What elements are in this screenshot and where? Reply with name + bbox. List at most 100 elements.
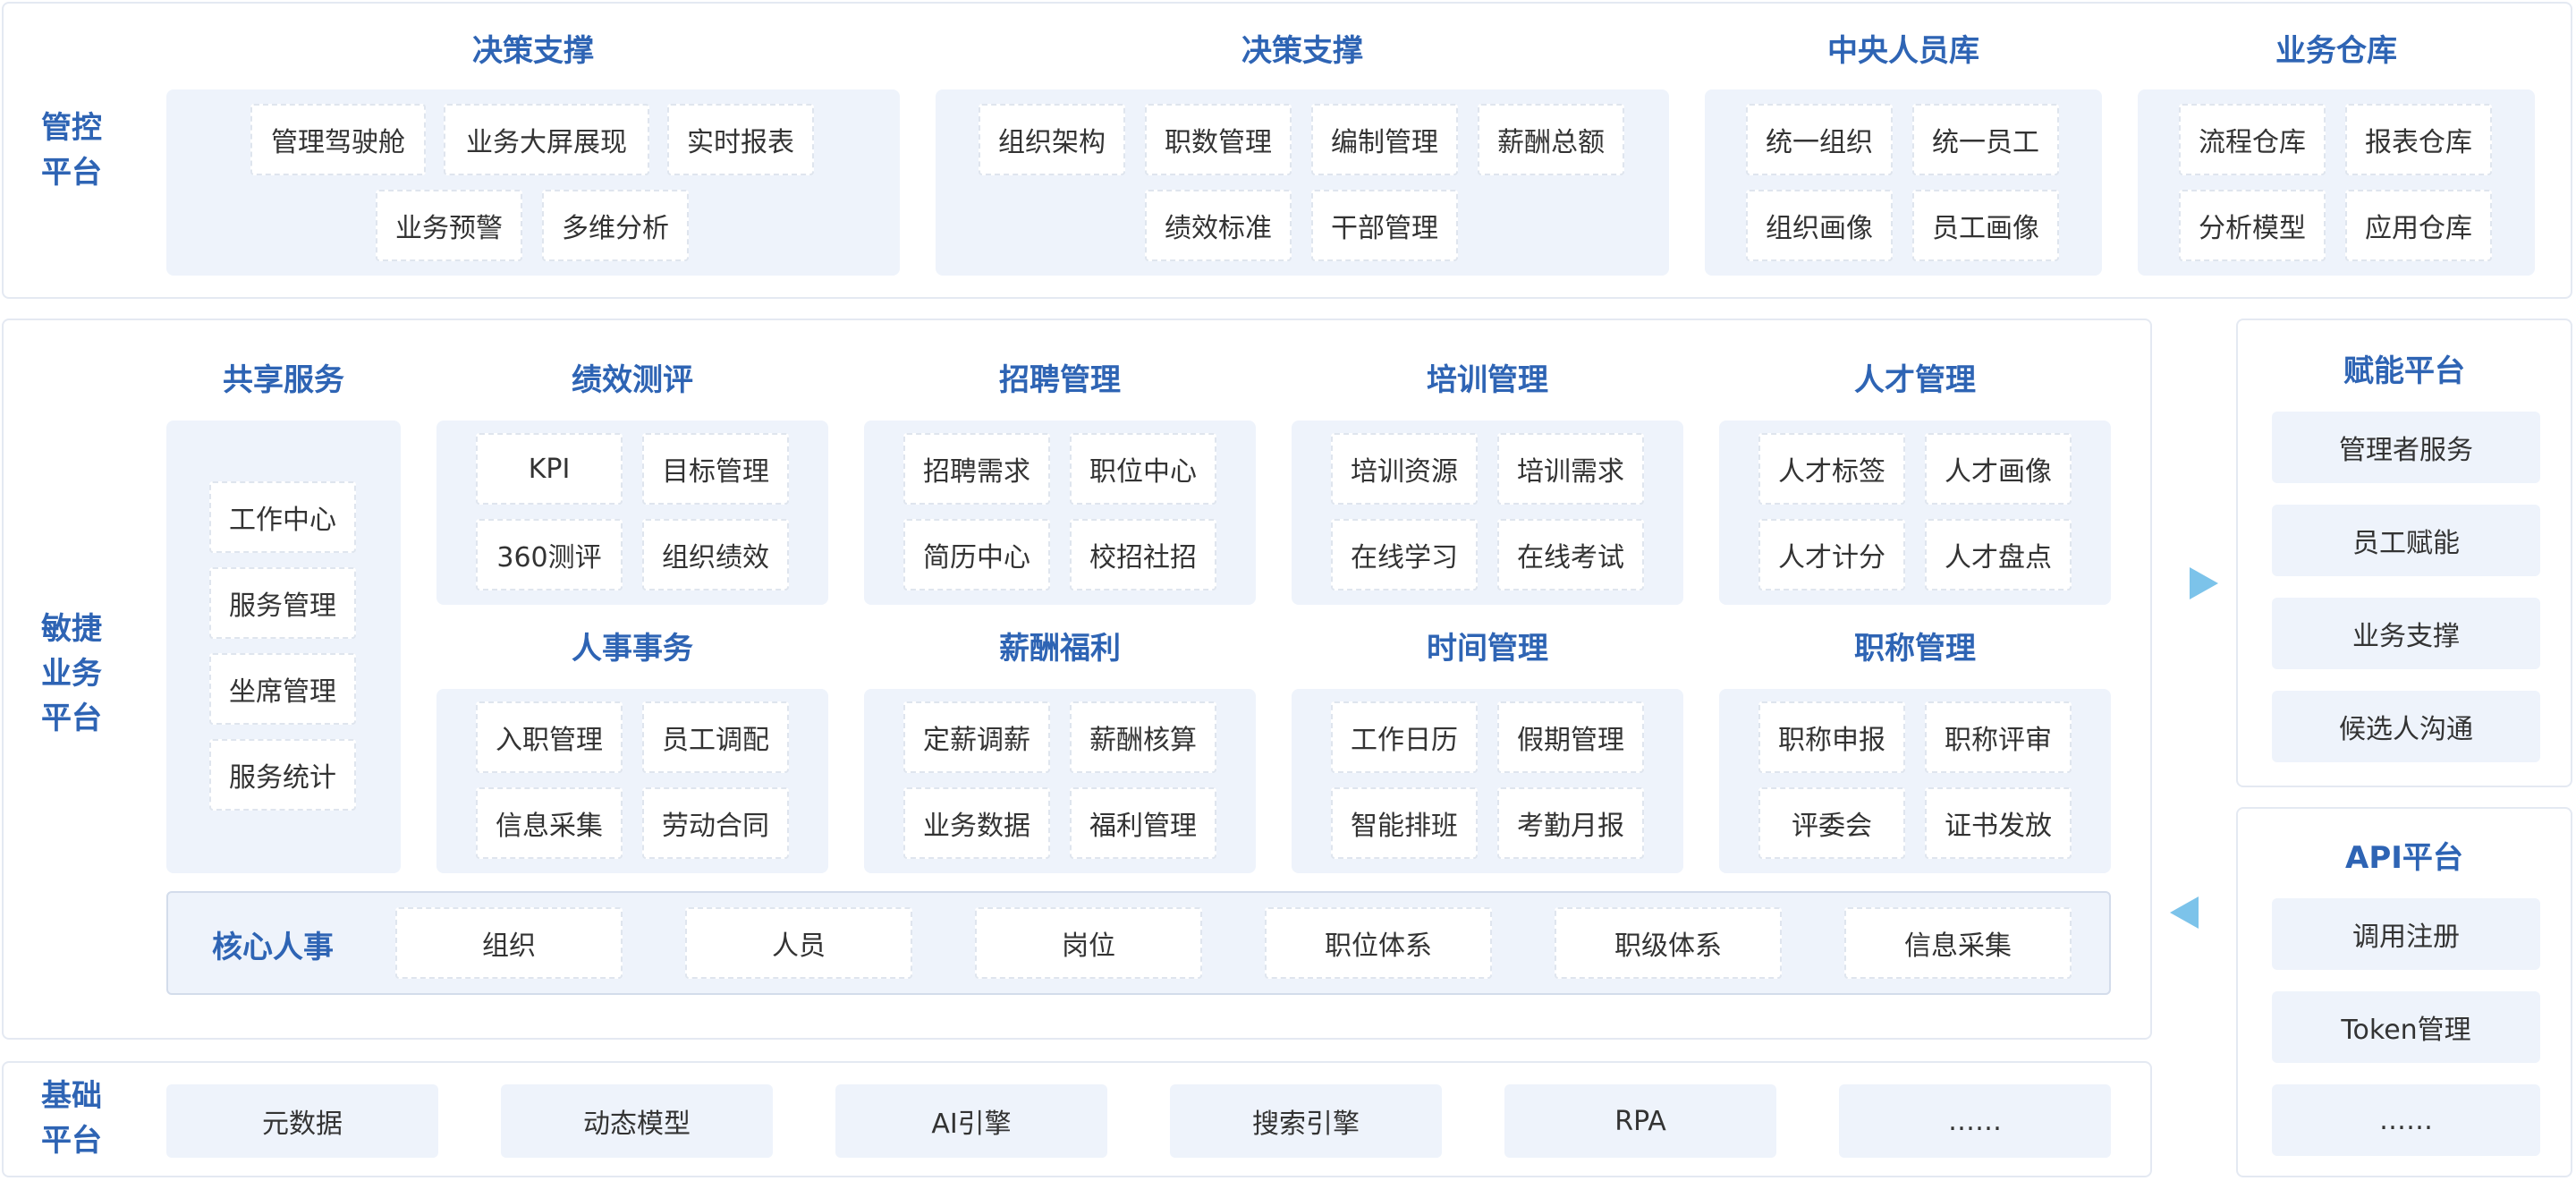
- item-business-data[interactable]: 业务数据: [903, 787, 1050, 859]
- item-realtime-report[interactable]: 实时报表: [667, 104, 814, 175]
- item-work-center[interactable]: 工作中心: [209, 481, 356, 553]
- control-platform-label: 管控 平台: [41, 106, 102, 195]
- item-cadre-management[interactable]: 干部管理: [1311, 190, 1458, 261]
- item-recruit-demand[interactable]: 招聘需求: [903, 433, 1050, 505]
- item-staffing[interactable]: 编制管理: [1311, 104, 1458, 175]
- base-item-more[interactable]: ……: [1839, 1084, 2111, 1158]
- label-line: 基础: [41, 1078, 102, 1114]
- item-talent-tag[interactable]: 人才标签: [1758, 433, 1905, 505]
- item-salary-total[interactable]: 薪酬总额: [1478, 104, 1624, 175]
- item-title-review[interactable]: 职称评审: [1925, 701, 2072, 773]
- item-online-learning[interactable]: 在线学习: [1331, 519, 1478, 590]
- core-item-org[interactable]: 组织: [395, 907, 623, 979]
- label-line: 平台: [41, 1123, 102, 1159]
- group-title-hr-affairs: 人事事务: [572, 630, 693, 667]
- item-talent-review[interactable]: 人才盘点: [1925, 519, 2072, 590]
- item-smart-scheduling[interactable]: 智能排班: [1331, 787, 1478, 859]
- base-item-rpa[interactable]: RPA: [1504, 1084, 1776, 1158]
- group-title-decision-support: 决策支撑: [472, 32, 594, 69]
- item-payroll[interactable]: 薪酬核算: [1070, 701, 1216, 773]
- base-item-metadata[interactable]: 元数据: [166, 1084, 438, 1158]
- core-item-personnel[interactable]: 人员: [685, 907, 912, 979]
- item-big-screen[interactable]: 业务大屏展现: [444, 104, 649, 175]
- group-title-business-warehouse: 业务仓库: [2275, 32, 2397, 69]
- group-title-time: 时间管理: [1427, 630, 1548, 667]
- label-line: 敏捷: [41, 611, 102, 647]
- core-item-position-system[interactable]: 职位体系: [1265, 907, 1492, 979]
- base-item-search-engine[interactable]: 搜索引擎: [1170, 1084, 1442, 1158]
- item-position-center[interactable]: 职位中心: [1070, 433, 1216, 505]
- item-analysis-model[interactable]: 分析模型: [2179, 190, 2326, 261]
- item-process-warehouse[interactable]: 流程仓库: [2179, 104, 2326, 175]
- group-title-professional-title: 职称管理: [1854, 630, 1976, 667]
- item-unified-org[interactable]: 统一组织: [1746, 104, 1893, 175]
- item-service-management[interactable]: 服务管理: [209, 567, 356, 639]
- item-org-structure[interactable]: 组织架构: [979, 104, 1125, 175]
- item-review-committee[interactable]: 评委会: [1758, 787, 1905, 859]
- item-training-demand[interactable]: 培训需求: [1497, 433, 1644, 505]
- group-title-talent: 人才管理: [1854, 361, 1976, 398]
- item-leave-management[interactable]: 假期管理: [1497, 701, 1644, 773]
- item-talent-score[interactable]: 人才计分: [1758, 519, 1905, 590]
- item-resume-center[interactable]: 简历中心: [903, 519, 1050, 590]
- group-title-training: 培训管理: [1427, 361, 1548, 398]
- label-line: 管控: [41, 110, 102, 146]
- item-360-review[interactable]: 360测评: [476, 519, 623, 590]
- item-goal-management[interactable]: 目标管理: [642, 433, 789, 505]
- core-hr-title: 核心人事: [212, 929, 334, 965]
- side-item-manager-service[interactable]: 管理者服务: [2272, 412, 2540, 483]
- item-work-calendar[interactable]: 工作日历: [1331, 701, 1478, 773]
- item-business-alert[interactable]: 业务预警: [376, 190, 522, 261]
- item-salary-adjust[interactable]: 定薪调薪: [903, 701, 1050, 773]
- item-report-warehouse[interactable]: 报表仓库: [2345, 104, 2492, 175]
- arrow-left-icon: [2170, 896, 2199, 929]
- item-title-application[interactable]: 职称申报: [1758, 701, 1905, 773]
- side-item-business-support[interactable]: 业务支撑: [2272, 598, 2540, 669]
- label-line: 平台: [41, 155, 102, 191]
- item-online-exam[interactable]: 在线考试: [1497, 519, 1644, 590]
- core-item-info-collection[interactable]: 信息采集: [1844, 907, 2072, 979]
- side-item-employee-enablement[interactable]: 员工赋能: [2272, 505, 2540, 576]
- item-app-warehouse[interactable]: 应用仓库: [2345, 190, 2492, 261]
- item-staff-transfer[interactable]: 员工调配: [642, 701, 789, 773]
- item-attendance-report[interactable]: 考勤月报: [1497, 787, 1644, 859]
- group-title-central-staff-db: 中央人员库: [1827, 32, 1979, 69]
- item-employee-portrait[interactable]: 员工画像: [1912, 190, 2059, 261]
- item-performance-standard[interactable]: 绩效标准: [1145, 190, 1292, 261]
- base-item-ai-engine[interactable]: AI引擎: [835, 1084, 1107, 1158]
- item-org-portrait[interactable]: 组织画像: [1746, 190, 1893, 261]
- side-item-candidate-communication[interactable]: 候选人沟通: [2272, 691, 2540, 762]
- item-onboarding[interactable]: 入职管理: [476, 701, 623, 773]
- item-info-collection[interactable]: 信息采集: [476, 787, 623, 859]
- group-title-shared-services: 共享服务: [223, 361, 344, 398]
- group-title-performance: 绩效测评: [572, 361, 693, 398]
- item-cockpit[interactable]: 管理驾驶舱: [250, 104, 426, 175]
- side-item-call-registration[interactable]: 调用注册: [2272, 898, 2540, 970]
- item-service-stats[interactable]: 服务统计: [209, 739, 356, 811]
- label-line: 平台: [41, 701, 102, 736]
- side-item-more[interactable]: ……: [2272, 1084, 2540, 1156]
- item-labor-contract[interactable]: 劳动合同: [642, 787, 789, 859]
- item-org-performance[interactable]: 组织绩效: [642, 519, 789, 590]
- agile-platform-label: 敏捷 业务 平台: [41, 607, 102, 741]
- item-benefits[interactable]: 福利管理: [1070, 787, 1216, 859]
- group-title-decision-support-2: 决策支撑: [1241, 32, 1363, 69]
- item-kpi[interactable]: KPI: [476, 433, 623, 505]
- item-seat-management[interactable]: 坐席管理: [209, 653, 356, 725]
- item-position-count[interactable]: 职数管理: [1145, 104, 1292, 175]
- core-item-post[interactable]: 岗位: [975, 907, 1202, 979]
- item-campus-social[interactable]: 校招社招: [1070, 519, 1216, 590]
- arrow-right-icon: [2190, 567, 2218, 599]
- core-item-grade-system[interactable]: 职级体系: [1555, 907, 1782, 979]
- label-line: 业务: [41, 656, 102, 692]
- group-title-compensation: 薪酬福利: [999, 630, 1121, 667]
- base-platform-label: 基础 平台: [41, 1074, 102, 1163]
- item-training-resource[interactable]: 培训资源: [1331, 433, 1478, 505]
- item-multi-analysis[interactable]: 多维分析: [542, 190, 689, 261]
- item-certificate-issue[interactable]: 证书发放: [1925, 787, 2072, 859]
- item-talent-portrait[interactable]: 人才画像: [1925, 433, 2072, 505]
- group-title-recruitment: 招聘管理: [999, 361, 1121, 398]
- base-item-dynamic-model[interactable]: 动态模型: [501, 1084, 773, 1158]
- item-unified-employee[interactable]: 统一员工: [1912, 104, 2059, 175]
- side-item-token-management[interactable]: Token管理: [2272, 991, 2540, 1063]
